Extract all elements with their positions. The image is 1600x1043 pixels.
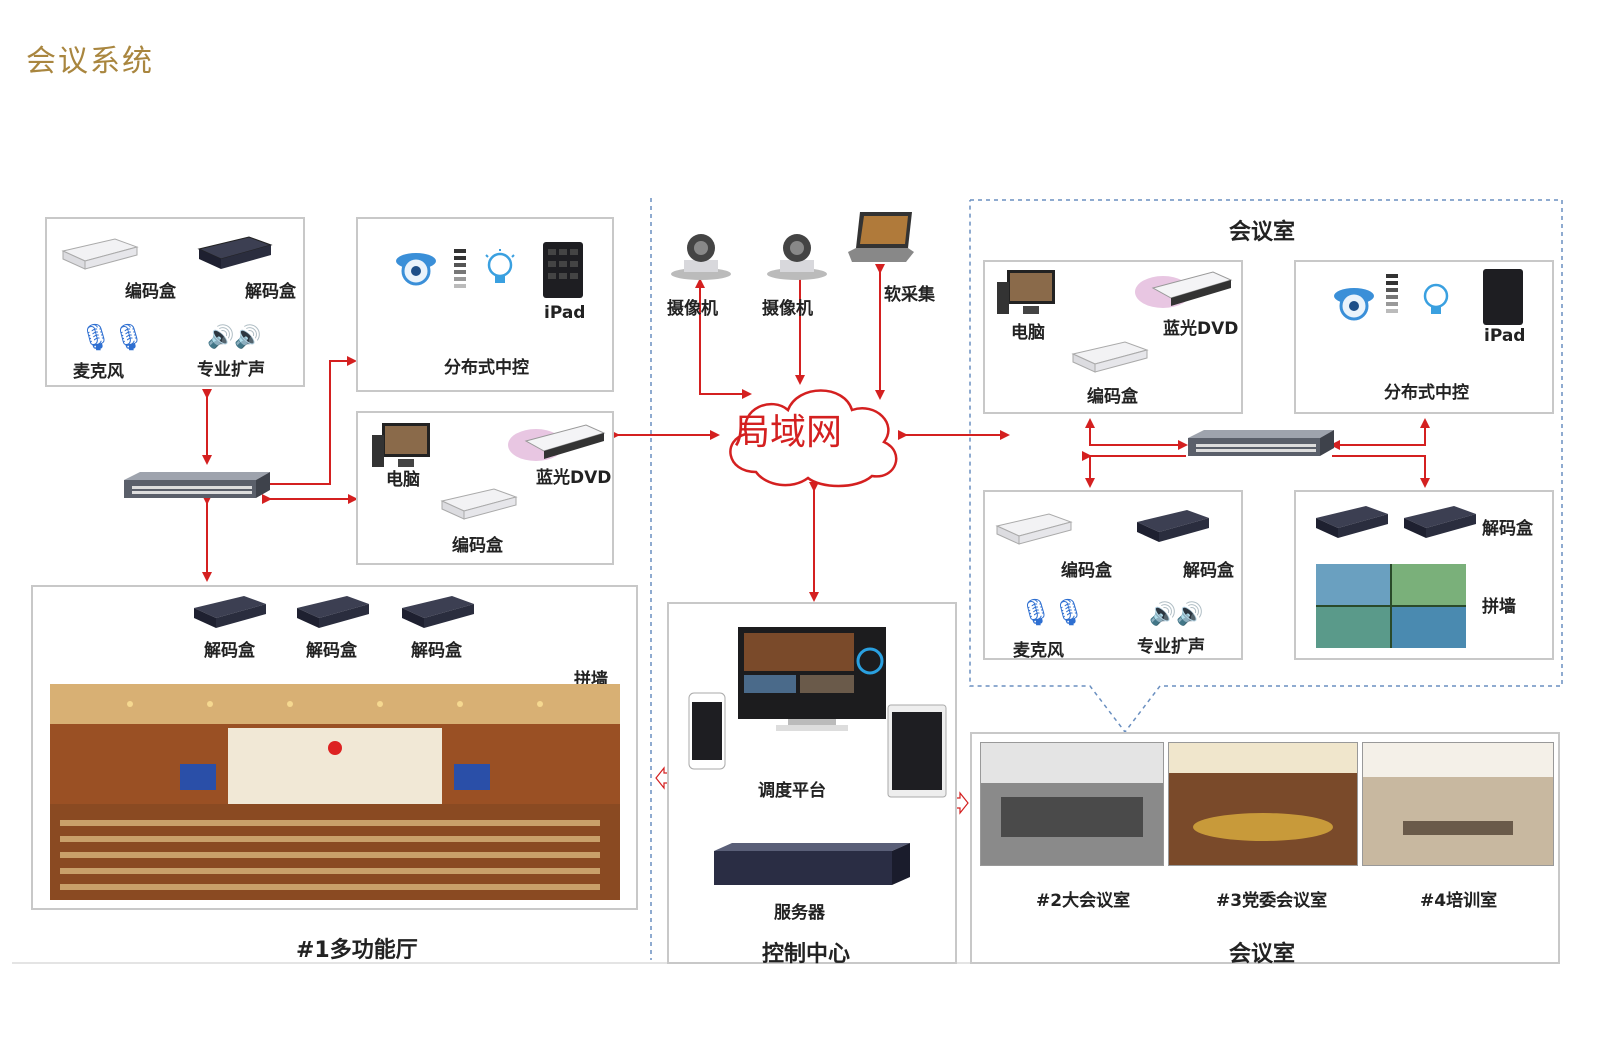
dome-camera-icon	[1334, 288, 1374, 321]
dvd-label: 蓝光DVD	[536, 468, 612, 488]
bluray-dvd-icon	[1135, 271, 1233, 308]
sensor-bar-icon	[454, 249, 466, 288]
encoder-label: 编码盒	[1061, 561, 1112, 581]
hall-decoder-label-2: 解码盒	[306, 641, 357, 661]
server-icon	[714, 843, 910, 885]
camera-1-label: 摄像机	[667, 299, 718, 319]
page-title: 会议系统	[26, 44, 154, 79]
room-label-3: #3党委会议室	[1216, 891, 1328, 911]
ipad-label: iPad	[1484, 326, 1526, 346]
speaker-icon: 🔊🔊	[207, 325, 262, 350]
right-region-title: 会议室	[1229, 220, 1296, 245]
room-photo-2	[980, 742, 1164, 866]
right-source-panel: 电脑 蓝光DVD 编码盒	[983, 260, 1243, 414]
control-center-label: 控制中心	[762, 942, 851, 967]
ipad-icon	[1483, 269, 1523, 325]
ptz-camera-icon	[767, 234, 827, 280]
dvd-label: 蓝光DVD	[1163, 319, 1239, 339]
ipad-icon	[543, 242, 583, 298]
computer-icon	[997, 270, 1055, 314]
hall-decoder-label-1: 解码盒	[204, 641, 255, 661]
server-label: 服务器	[774, 903, 825, 923]
tablet-icon	[887, 704, 947, 798]
encoder-box-icon	[995, 513, 1073, 545]
bluray-dvd-icon	[508, 424, 606, 461]
computer-label: 电脑	[386, 470, 420, 490]
decoder-box-icon	[194, 596, 266, 628]
microphone-label: 麦克风	[1013, 641, 1064, 661]
decoder-box-icon	[297, 596, 369, 628]
sensor-bar-icon	[1386, 274, 1398, 313]
ipad-label: iPad	[544, 303, 586, 323]
encoder-label: 编码盒	[1087, 387, 1138, 407]
dispatch-label: 调度平台	[758, 781, 826, 801]
decoder-box-icon	[402, 596, 474, 628]
network-switch-icon	[1188, 430, 1334, 456]
speaker-icon: 🔊🔊	[1149, 602, 1204, 627]
dist-control-label: 分布式中控	[444, 358, 529, 378]
room-photo-3	[1168, 742, 1358, 866]
video-wall-icon	[1316, 564, 1466, 648]
room-photo-4	[1362, 742, 1554, 866]
decoder-box-icon	[197, 236, 273, 269]
left-audio-panel: 编码盒 解码盒 🎙🎙 🔊🔊 麦克风 专业扩声	[45, 217, 305, 387]
computer-label: 电脑	[1011, 323, 1045, 343]
microphone-icon: 🎙🎙	[1019, 598, 1086, 628]
speaker-label: 专业扩声	[1137, 637, 1205, 657]
network-switch-icon	[124, 472, 270, 498]
lan-label: 局域网	[734, 412, 843, 453]
decoder-label: 解码盒	[1183, 561, 1234, 581]
room-label-4: #4培训室	[1420, 891, 1498, 911]
encoder-box-icon	[440, 488, 518, 520]
rooms-title: 会议室	[1229, 942, 1296, 967]
decoder-box-icon	[1316, 506, 1388, 538]
lan-cloud-icon	[729, 389, 898, 488]
lightbulb-icon	[1423, 283, 1449, 314]
monitor-icon	[738, 627, 886, 731]
encoder-box-icon	[1071, 341, 1149, 373]
right-dist-control-panel: iPad 分布式中控	[1294, 260, 1554, 414]
hall-photo	[50, 684, 620, 900]
microphone-icon: 🎙🎙	[79, 323, 146, 353]
lightbulb-icon	[485, 249, 515, 283]
speaker-label: 专业扩声	[197, 360, 265, 380]
right-audio-panel: 编码盒 解码盒 🎙🎙 🔊🔊 麦克风 专业扩声	[983, 490, 1243, 661]
computer-icon	[372, 423, 430, 467]
hall-name: #1多功能厅	[296, 938, 418, 963]
ptz-camera-icon	[671, 234, 731, 280]
decoder-box-icon	[1137, 510, 1209, 542]
decoder-label: 解码盒	[245, 282, 296, 302]
decoder-label: 解码盒	[1482, 519, 1533, 539]
right-wall-panel: 解码盒 拼墙	[1294, 490, 1554, 660]
left-source-panel: 电脑 蓝光DVD 编码盒	[356, 411, 614, 565]
encoder-label: 编码盒	[452, 536, 503, 556]
dist-control-label: 分布式中控	[1384, 383, 1469, 403]
encoder-label: 编码盒	[125, 282, 176, 302]
dome-camera-icon	[396, 253, 436, 286]
decoder-box-icon	[1404, 506, 1476, 538]
soft-capture-label: 软采集	[884, 285, 935, 305]
laptop-icon	[848, 212, 914, 262]
video-wall-label: 拼墙	[1482, 597, 1516, 617]
left-dist-control-panel: iPad 分布式中控	[356, 217, 614, 392]
phone-icon	[688, 692, 726, 770]
room-label-2: #2大会议室	[1036, 891, 1131, 911]
camera-2-label: 摄像机	[762, 299, 813, 319]
hall-decoder-label-3: 解码盒	[411, 641, 462, 661]
encoder-box-icon	[61, 238, 139, 270]
microphone-label: 麦克风	[73, 362, 124, 382]
